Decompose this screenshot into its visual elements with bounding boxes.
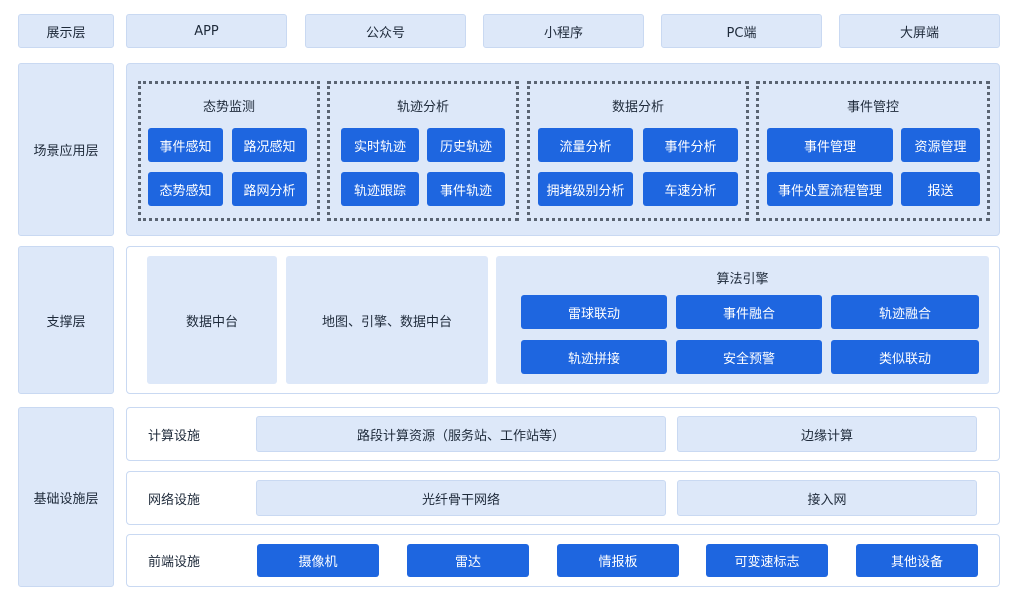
- map-engine-box: 地图、引擎、数据中台: [286, 256, 488, 384]
- display-item-official-account: 公众号: [305, 14, 466, 48]
- layer-label-scene: 场景应用层: [18, 63, 114, 236]
- display-item-app: APP: [126, 14, 287, 48]
- scene-group-title: 轨迹分析: [396, 100, 449, 115]
- scene-item-button[interactable]: 事件感知: [148, 128, 223, 162]
- algo-item-button[interactable]: 轨迹拼接: [521, 340, 667, 374]
- display-item-mini-program: 小程序: [483, 14, 644, 48]
- scene-item-button[interactable]: 态势感知: [148, 172, 223, 206]
- compute-item: 边缘计算: [677, 416, 977, 452]
- device-other-button[interactable]: 其他设备: [856, 544, 978, 577]
- layer-label-display: 展示层: [18, 14, 114, 48]
- scene-group-situation: [138, 81, 320, 221]
- algo-item-button[interactable]: 雷球联动: [521, 295, 667, 329]
- scene-item-button[interactable]: 路网分析: [232, 172, 307, 206]
- algo-item-button[interactable]: 轨迹融合: [831, 295, 979, 329]
- scene-item-button[interactable]: 事件管理: [767, 128, 893, 162]
- scene-group-title: 事件管控: [846, 100, 899, 115]
- data-center-box: 数据中台: [147, 256, 277, 384]
- device-camera-button[interactable]: 摄像机: [257, 544, 379, 577]
- scene-item-button[interactable]: 车速分析: [643, 172, 738, 206]
- compute-item: 路段计算资源（服务站、工作站等）: [256, 416, 666, 452]
- scene-item-button[interactable]: 事件处置流程管理: [767, 172, 893, 206]
- display-item-big-screen: 大屏端: [839, 14, 1000, 48]
- layer-label-infra: 基础设施层: [18, 407, 114, 587]
- device-speed-sign-button[interactable]: 可变速标志: [706, 544, 828, 577]
- network-row-label: 网络设施: [148, 492, 201, 508]
- scene-group-title: 态势监测: [202, 100, 255, 115]
- scene-group-title: 数据分析: [611, 100, 664, 115]
- display-item-pc: PC端: [661, 14, 822, 48]
- scene-item-button[interactable]: 报送: [901, 172, 980, 206]
- algo-item-button[interactable]: 事件融合: [676, 295, 822, 329]
- compute-row-label: 计算设施: [148, 428, 201, 444]
- scene-item-button[interactable]: 轨迹跟踪: [341, 172, 419, 206]
- scene-item-button[interactable]: 历史轨迹: [427, 128, 505, 162]
- scene-item-button[interactable]: 拥堵级别分析: [538, 172, 633, 206]
- algo-item-button[interactable]: 安全预警: [676, 340, 822, 374]
- scene-item-button[interactable]: 事件分析: [643, 128, 738, 162]
- algorithm-engine-title: 算法引擎: [716, 272, 769, 287]
- frontend-row-label: 前端设施: [148, 555, 201, 570]
- scene-item-button[interactable]: 流量分析: [538, 128, 633, 162]
- scene-item-button[interactable]: 事件轨迹: [427, 172, 505, 206]
- scene-group-event-control: [756, 81, 990, 221]
- scene-item-button[interactable]: 实时轨迹: [341, 128, 419, 162]
- algo-item-button[interactable]: 类似联动: [831, 340, 979, 374]
- device-radar-button[interactable]: 雷达: [407, 544, 529, 577]
- scene-item-button[interactable]: 资源管理: [901, 128, 980, 162]
- scene-group-trajectory: [327, 81, 519, 221]
- network-item: 接入网: [677, 480, 977, 516]
- scene-item-button[interactable]: 路况感知: [232, 128, 307, 162]
- scene-group-data-analysis: [527, 81, 749, 221]
- layer-label-support: 支撑层: [18, 246, 114, 394]
- device-info-board-button[interactable]: 情报板: [557, 544, 679, 577]
- network-item: 光纤骨干网络: [256, 480, 666, 516]
